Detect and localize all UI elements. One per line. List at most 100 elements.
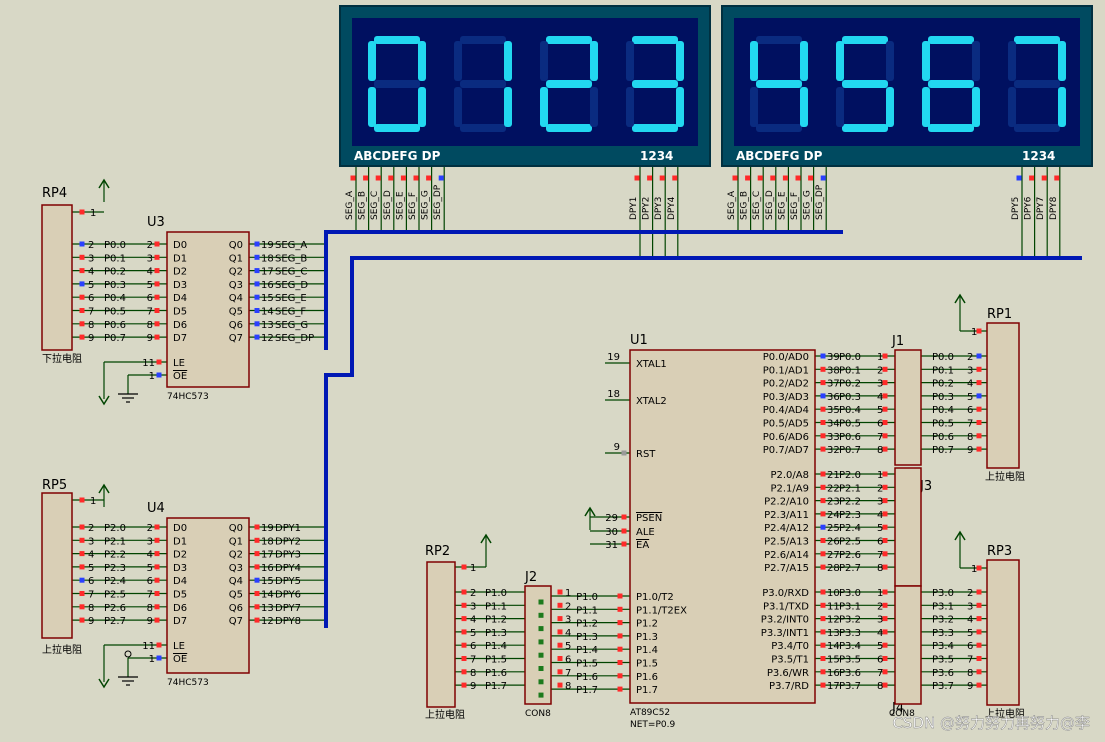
rp-pin-marker [79,308,85,313]
rp-net-label: P0.5 [932,419,954,430]
latch-q-pin-marker [254,524,260,530]
mcu-ctrl-marker [621,528,627,534]
mcu-ctrl-pin-number: 30 [605,527,618,538]
mcu-port-pin-number: 11 [827,601,840,612]
connector-pin-number: 4 [877,392,883,403]
junction-dot [124,650,132,658]
rp-pin-number: 3 [88,253,94,264]
p1-net-label: P1.3 [576,632,598,643]
segment-c [504,87,512,127]
rp2-net-label: P1.2 [485,615,507,626]
latch-d-pin-marker [154,551,160,557]
p1-pin-name: P1.5 [636,659,658,670]
connector-pin-number: 6 [877,537,883,548]
segment-c [1058,87,1066,127]
latch-d-pin-name: D3 [173,280,187,291]
latch-d-pin-number: 4 [147,267,153,278]
connector-pin-marker [882,353,888,359]
mcu-port-marker [820,682,826,688]
rp2-pin-marker [461,589,467,595]
segment-d [842,124,888,132]
j2-pad [538,666,544,671]
rp2-pin-number: 7 [470,655,476,666]
j2-pin-marker [557,682,563,688]
segment-b [1058,41,1066,81]
mcu-port-net: P0.6 [839,432,861,443]
latch-net-label: DPY8 [275,616,301,627]
latch-q-pin-marker [254,591,260,596]
latch-net-label: SEG_F [275,307,306,318]
rp2-pin-number: 8 [470,668,476,679]
connector-pin-marker [882,511,888,517]
connector-pin-number: 2 [877,365,883,376]
rp-pin-number: 4 [88,267,94,278]
digit-value: 4 [779,161,780,163]
segment-bus [324,230,843,350]
mcu-port-net: P0.4 [839,405,861,416]
mcu-port-net: P2.5 [839,537,861,548]
latch-q-pin-name: Q3 [229,563,243,574]
rp-net-label: P3.6 [932,668,954,679]
segment-pin-marker [732,175,738,181]
latch-net-label: DPY2 [275,536,301,547]
mcu-port-pin-number: 15 [827,655,840,666]
digit-net-label: DPY4 [667,196,677,220]
rp-pin-number: 4 [967,379,973,390]
p1-pin-marker [617,633,623,639]
connector-ref: J3 [919,479,932,494]
mcu-port-net: P2.7 [839,563,861,574]
connector-pin-number: 1 [877,588,883,599]
latch-d-pin-number: 4 [147,550,153,561]
segment-pin-marker [413,175,419,181]
j2-pad [538,639,544,645]
latch-d-pin-marker [154,564,160,570]
mcu-pin-name: RST [636,449,656,460]
segment-e [750,87,758,127]
resistor-pack-value: 上拉电阻 [985,707,1025,720]
segment-f [750,41,758,81]
segment-net-label: SEG_F [790,192,800,220]
rp-pin-marker [79,591,85,596]
mcu-port-marker [820,446,826,452]
rp2-pin-marker [461,602,467,608]
latch-net-label: SEG_E [275,293,307,304]
digit-pin-marker [1054,175,1060,181]
mcu-port-net: P0.1 [839,365,861,376]
mcu-ctrl-pin-name: PSEN [636,513,662,524]
display-digit: 5 [836,36,894,163]
connector-pin-number: 3 [877,497,883,508]
mcu-port-marker [820,589,826,595]
rp-net-label: P0.2 [932,379,954,390]
latch-d-pin-marker [154,334,160,340]
mcu-port-pin-name: P3.2/INT0 [761,615,809,626]
p1-net-label: P1.1 [576,605,598,616]
mcu-port-net: P0.5 [839,419,861,430]
connector-pin-number: 3 [877,615,883,626]
segment-c [972,87,980,127]
mcu-ctrl-pin-name: ALE [636,527,655,538]
mcu-port-marker [820,433,826,439]
digit-value: 0 [397,161,398,163]
digit-net-label: DPY1 [629,197,639,220]
latch-d-pin-number: 7 [147,307,153,318]
power-arrow [954,530,966,541]
latch-q-pin-name: Q5 [229,307,243,318]
segment-f [368,41,376,81]
p1-pin-name: P1.2 [636,619,658,630]
rp5-pin1-marker [79,497,85,503]
j2-pin-number: 6 [565,655,571,666]
latch-q-pin-number: 14 [261,590,274,601]
digit-net-label: DPY5 [1011,197,1021,220]
p1-pin-name: P1.0/T2 [636,592,674,603]
p1-net-label: P1.2 [576,619,598,630]
latch-d-pin-number: 7 [147,590,153,601]
latch-q-pin-marker [254,334,260,340]
mcu-port-pin-name: P2.1/A9 [770,483,809,494]
segment-net-label: SEG_C [752,191,762,220]
segment-net-label: SEG_E [777,191,787,220]
mcu-pin-number: 18 [607,389,620,400]
digit-value: 1 [483,161,484,163]
